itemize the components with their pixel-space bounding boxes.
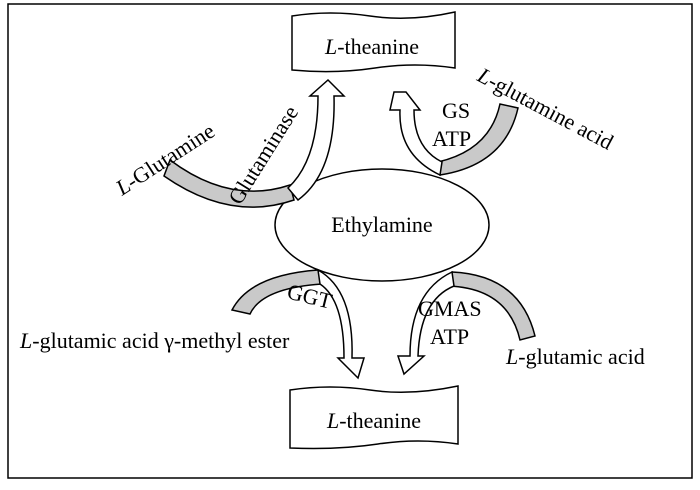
top-product-label: L-theanine xyxy=(324,34,419,59)
ethylamine-label: Ethylamine xyxy=(331,212,432,237)
gmas-arrow-head xyxy=(396,270,455,376)
gs-arrow-head xyxy=(389,91,443,177)
glutamine-arrow-tail xyxy=(163,158,295,208)
bottom-product-label: L-theanine xyxy=(326,408,421,433)
ethylamine-node xyxy=(274,168,490,282)
top-product-banner xyxy=(291,11,456,73)
enzyme-gs-cofactor-label: ATP xyxy=(432,126,471,151)
enzyme-gmas-cofactor-label: ATP xyxy=(430,324,469,349)
substrate-glutamic-acid-label: L-glutamic acid xyxy=(505,344,645,369)
enzyme-gmas-label: GMAS xyxy=(418,296,482,321)
enzyme-gs-label: GS xyxy=(442,98,470,123)
diagram-frame xyxy=(7,3,693,479)
bottom-product-banner xyxy=(289,385,459,450)
substrate-methyl-ester-label: L-glutamic acid γ-methyl ester xyxy=(19,328,290,353)
ggt-arrow-head xyxy=(317,268,366,380)
glutaminase-arrow-head xyxy=(286,78,346,202)
